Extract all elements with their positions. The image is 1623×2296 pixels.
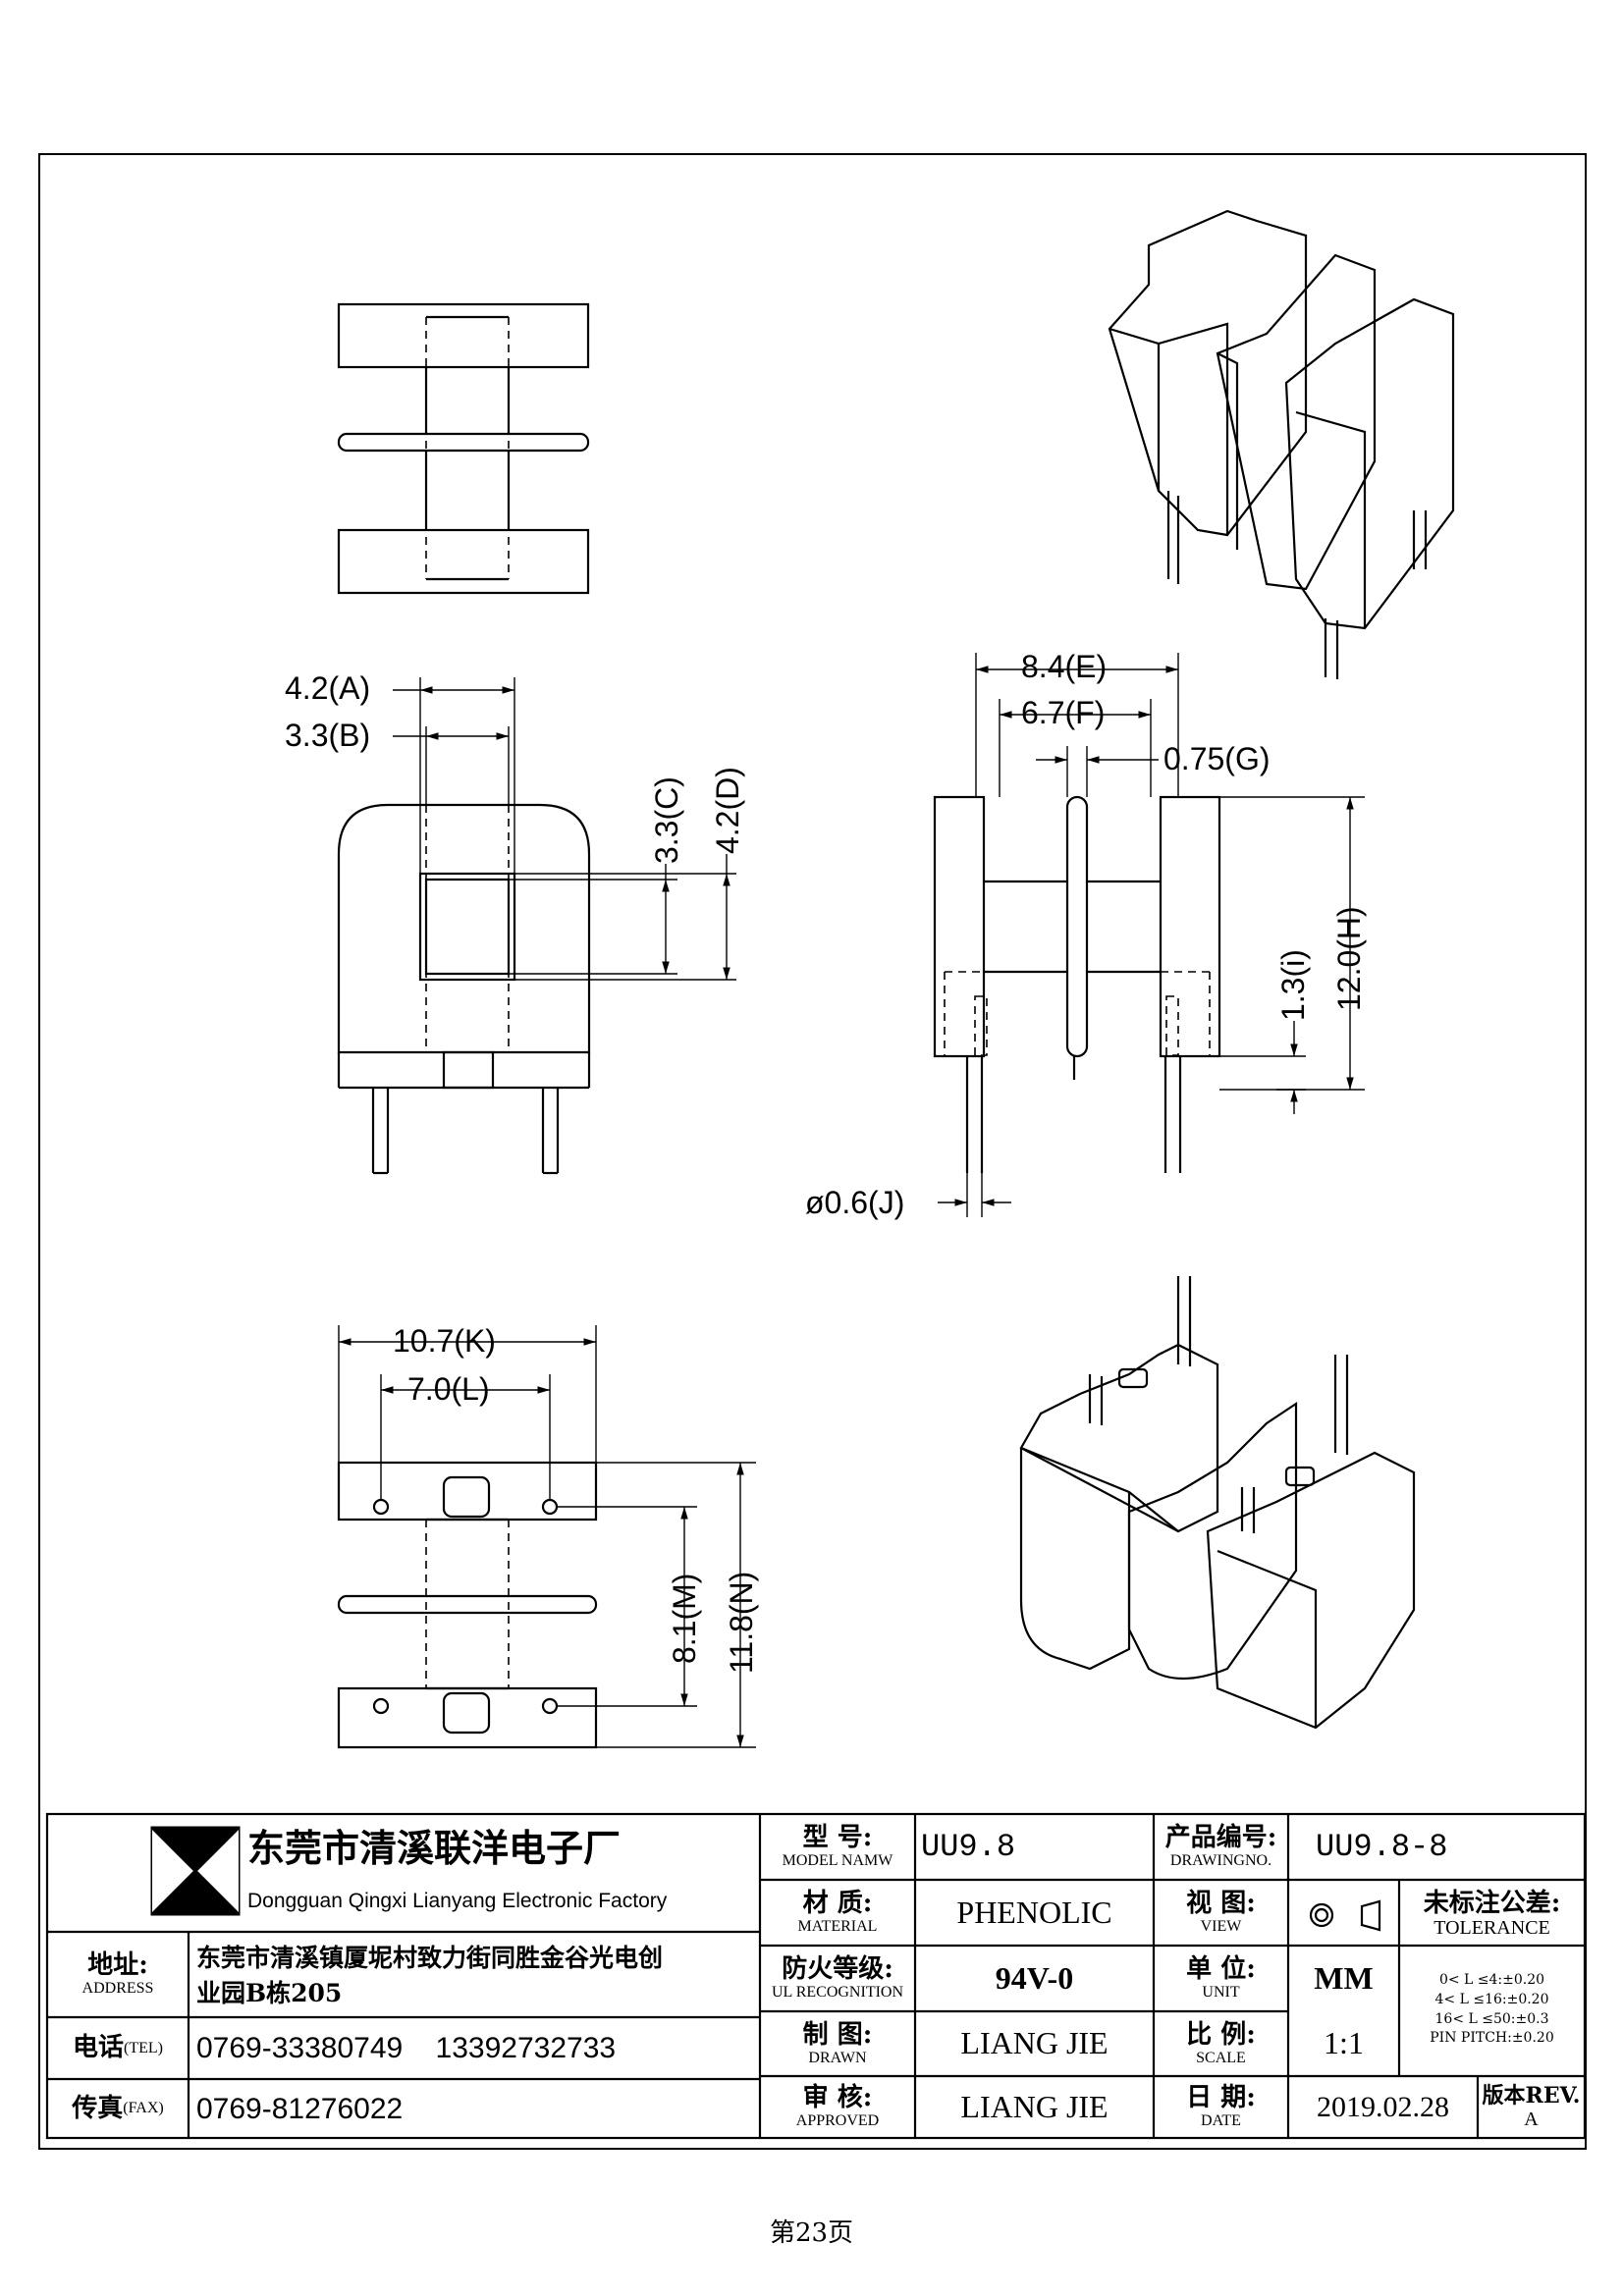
dim-b-label: 3.3(B)	[285, 718, 370, 753]
approved-value: LIANG JIE	[960, 2088, 1109, 2124]
dim-i-label: 1.3(i)	[1275, 949, 1311, 1021]
model-value: UU9.8	[921, 1828, 1016, 1865]
dim-j-label: ø0.6(J)	[805, 1185, 904, 1220]
fax-label: 传真(FAX)	[72, 2093, 164, 2123]
title-block-grid	[45, 1812, 1587, 2140]
model-label: 型 号:MODEL NAMW	[782, 1823, 893, 1869]
dim-c-label: 3.3(C)	[649, 776, 684, 864]
address-line2: 业园B栋205	[196, 1979, 343, 2008]
address-line1: 东莞市清溪镇厦坭村致力街同胜金谷光电创	[196, 1944, 664, 1973]
ul-value: 94V-0	[995, 1959, 1074, 1996]
dim-n-label: 11.8(N)	[724, 1572, 759, 1674]
date-value: 2019.02.28	[1317, 2091, 1449, 2123]
front-view	[337, 677, 736, 1175]
dim-d-label: 4.2(D)	[710, 767, 745, 854]
fax-value: 0769-81276022	[196, 2092, 404, 2125]
scale-label: 比 例:SCALE	[1186, 2019, 1256, 2066]
page-number: 第23页	[769, 2218, 854, 2248]
company-name-en: Dongguan Qingxi Lianyang Electronic Fact…	[247, 1890, 668, 1913]
tel-label: 电话(TEL)	[73, 2033, 163, 2063]
drawing-frame	[38, 153, 1587, 2150]
approved-label: 审 核:APPROVED	[795, 2083, 880, 2129]
company-name-cn: 东莞市清溪联洋电子厂	[247, 1826, 622, 1871]
dim-e-label: 8.4(E)	[1021, 649, 1107, 684]
tolerance-table: 0< L ≤4:±0.20 4< L ≤16:±0.20 16< L ≤50:±…	[1430, 1972, 1554, 2047]
bottom-view	[337, 1325, 756, 1749]
side-view	[933, 653, 1365, 1217]
drawing-no-label: 产品编号:DRAWINGNO.	[1164, 1823, 1277, 1869]
unit-value: MM	[1314, 1959, 1374, 1996]
dim-k-label: 10.7(K)	[393, 1323, 496, 1359]
drawn-label: 制 图:DRAWN	[802, 2019, 873, 2066]
company-logo	[150, 1826, 241, 1916]
drawn-value: LIANG JIE	[960, 2025, 1109, 2061]
address-label: 地址: ADDRESS	[81, 1950, 154, 1997]
drawing-no-value: UU9.8-8	[1316, 1828, 1448, 1865]
dim-h-label: 12.0(H)	[1331, 906, 1367, 1011]
isometric-view-top	[1108, 209, 1455, 679]
dim-a-label: 4.2(A)	[285, 670, 370, 706]
projection-symbol-icon	[1309, 1899, 1381, 1932]
dim-g-label: 0.75(G)	[1163, 741, 1270, 776]
ul-label: 防火等级:UL RECOGNITION	[771, 1954, 904, 2001]
material-label: 材 质:MATERIAL	[797, 1889, 878, 1935]
scale-value: 1:1	[1324, 2025, 1364, 2061]
revision-label: 版本REV.A	[1482, 2083, 1581, 2130]
dim-f-label: 6.7(F)	[1021, 695, 1105, 730]
tel-value: 0769-33380749 13392732733	[196, 2032, 617, 2064]
tolerance-label: 未标注公差:TOLERANCE	[1423, 1888, 1561, 1940]
dim-m-label: 8.1(M)	[667, 1574, 702, 1664]
top-view	[337, 302, 590, 595]
unit-label: 单 位:UNIT	[1186, 1954, 1256, 2001]
isometric-view-bottom	[1019, 1276, 1416, 1730]
date-label: 日 期:DATE	[1186, 2083, 1256, 2129]
dim-l-label: 7.0(L)	[407, 1371, 490, 1407]
material-value: PHENOLIC	[956, 1894, 1112, 1930]
view-label: 视 图:VIEW	[1186, 1889, 1256, 1935]
